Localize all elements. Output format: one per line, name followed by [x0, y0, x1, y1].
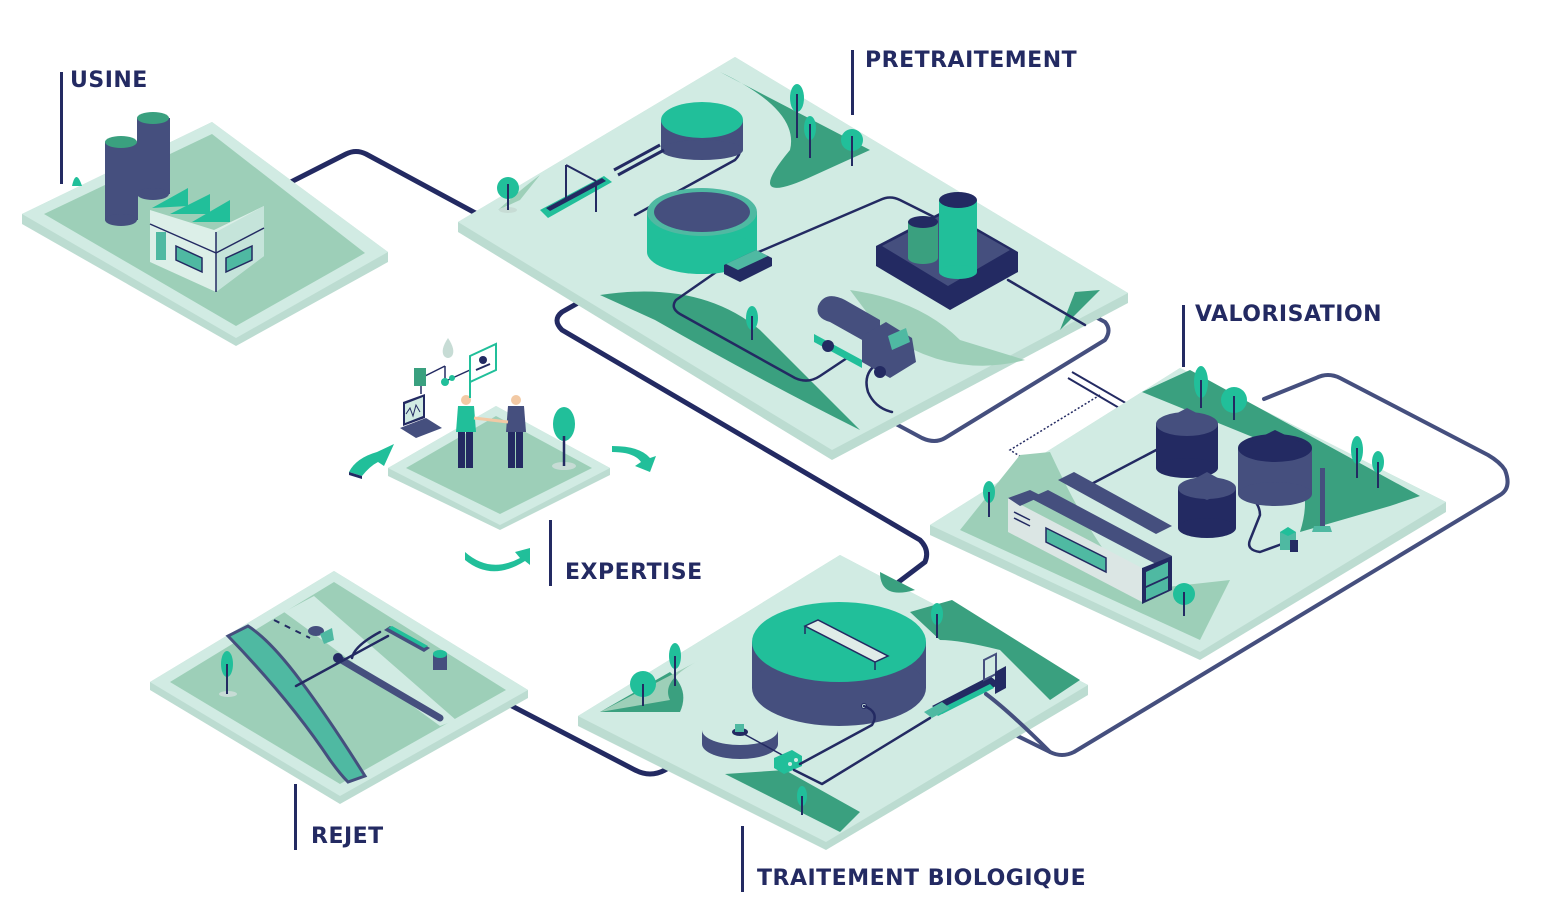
cycle-arrows-icon: [349, 444, 656, 572]
secondary-clarifier-icon: [702, 715, 785, 759]
platform-usine: [22, 112, 388, 346]
tree-icon: [630, 603, 943, 815]
stage-label-traitement-biologique: TRAITEMENT BIOLOGIQUE: [757, 866, 1087, 891]
network-icons: [414, 338, 497, 398]
platform-traitement-biologique: [578, 555, 1088, 850]
stage-label-pretraitement: PRETRAITEMENT: [865, 48, 1078, 73]
stage-label-usine: USINE: [70, 68, 148, 93]
platform-rejet: [150, 571, 528, 804]
label-marker-pretraitement: [851, 50, 854, 115]
digester-tank-icon: [1156, 408, 1218, 478]
laptop-chart-icon: [400, 394, 442, 438]
truck-icon: [308, 626, 334, 644]
handshake-people-icon: [456, 395, 526, 468]
pump-box-icon: [774, 750, 802, 774]
manhole-icon: [433, 650, 447, 670]
label-marker-valorisation: [1182, 305, 1185, 367]
tree-icon: [983, 366, 1384, 616]
factory-icon: [149, 188, 265, 292]
label-marker-rejet: [294, 784, 297, 850]
digester-tank-icon: [1238, 430, 1312, 506]
digester-unit-icon: [876, 192, 1018, 310]
pipe-pretraitement-to-biologique: [554, 255, 930, 593]
document-icon: [414, 368, 426, 386]
biogas-plant-building-icon: [1008, 472, 1172, 604]
label-marker-traitement-biologique: [741, 826, 744, 892]
pipe-biologique-to-valorisation: [983, 373, 1510, 757]
gear-icon: [441, 378, 449, 386]
aeration-basin-icon: [752, 602, 926, 726]
stage-label-rejet: REJET: [311, 824, 384, 849]
generator-icon: [1280, 527, 1298, 552]
sludge-dewatering-icon: [924, 652, 1006, 718]
tree-icon: [219, 651, 237, 697]
stage-label-valorisation: VALORISATION: [1195, 302, 1383, 327]
control-box-icon: [724, 250, 772, 282]
clarifier-tank-icon: [647, 188, 757, 274]
label-marker-expertise: [549, 520, 552, 586]
stage-label-expertise: EXPERTISE: [565, 560, 703, 585]
label-marker-usine: [60, 72, 63, 184]
tanker-truck-icon: [814, 296, 916, 378]
platform-valorisation: [930, 366, 1446, 660]
pipe-biologique-to-rejet: [455, 675, 685, 777]
digester-tank-icon: [1178, 472, 1236, 538]
tree-icon: [746, 306, 758, 340]
tree-icon: [790, 84, 863, 166]
tree-icon: [497, 177, 519, 213]
platform-pretraitement: [458, 57, 1128, 460]
screening-channel-icon: [540, 143, 665, 218]
round-tank-icon: [661, 102, 743, 160]
flare-stack-icon: [1320, 468, 1325, 526]
channel-icon: [384, 626, 430, 652]
water-drop-icon: [442, 338, 454, 358]
platform-expertise: [349, 338, 656, 572]
silo-icon: [105, 112, 170, 226]
